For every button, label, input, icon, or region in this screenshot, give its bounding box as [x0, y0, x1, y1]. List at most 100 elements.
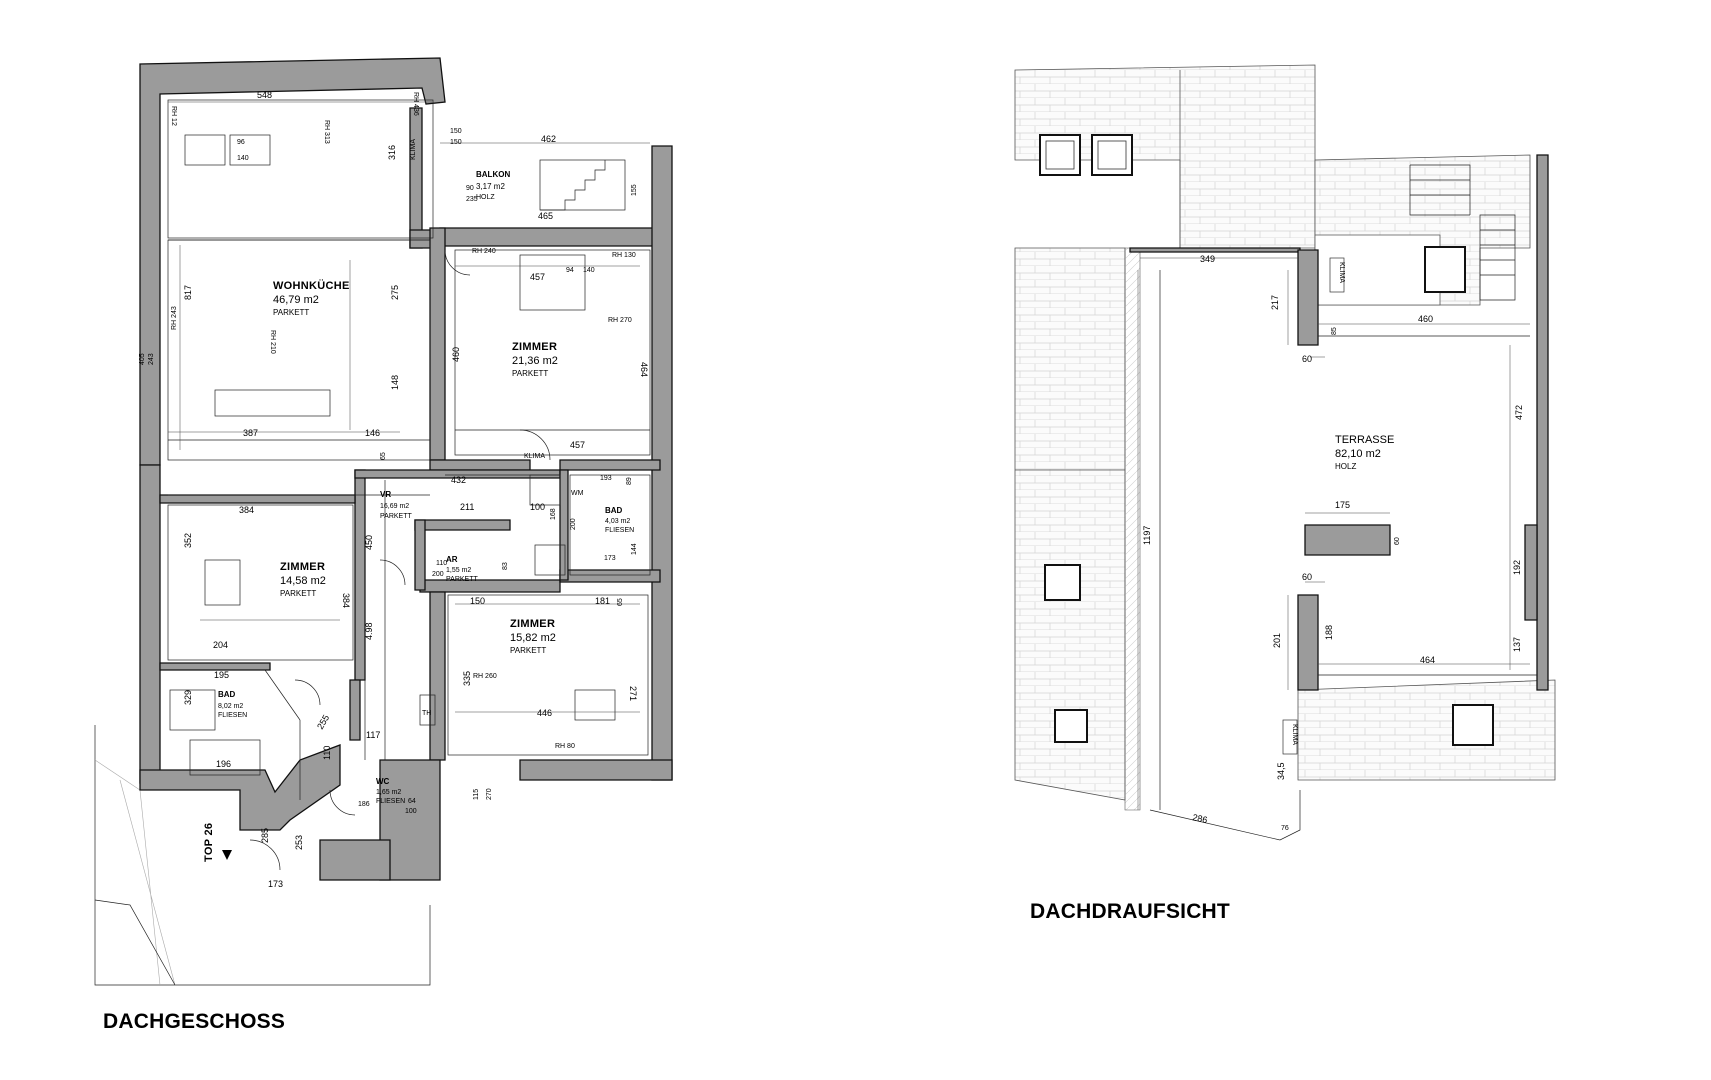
dimension: 144 [631, 543, 638, 555]
roof-surfaces [1014, 64, 1556, 811]
room-floor: PARKETT [380, 513, 412, 520]
room-area: 3,17 m2 [476, 182, 505, 191]
dimension: 65 [380, 452, 387, 460]
room-area: 21,36 m2 [512, 355, 558, 367]
dimension: 186 [358, 801, 370, 808]
dimension: 465 [538, 211, 553, 221]
room-name: BAD [605, 506, 623, 515]
dimension: 173 [604, 555, 616, 562]
dimension: 34,5 [1276, 762, 1286, 780]
dimension: 140 [583, 267, 595, 274]
dimension: 275 [390, 285, 400, 300]
room-floor: PARKETT [510, 646, 546, 655]
dimension: 76 [1281, 825, 1289, 832]
unit-arrow-icon [222, 850, 232, 860]
room-zimmer-2: ZIMMER 14,58 m2 PARKETT [280, 561, 326, 598]
skylight-icon [1424, 246, 1466, 293]
dimension: 110 [436, 560, 447, 567]
dimension: 173 [268, 879, 283, 889]
skylight-icon [1054, 709, 1088, 743]
room-name: BAD [218, 690, 236, 699]
room-vr: VR 16,69 m2 PARKETT [380, 490, 412, 520]
dimension: 243 [148, 353, 155, 365]
dimension: 387 [243, 428, 258, 438]
room-floor: FLIESEN [605, 527, 634, 534]
dimension: 65 [617, 598, 624, 606]
dimension: 235 [466, 196, 478, 203]
skylight-icon [1044, 564, 1081, 601]
exterior-walls [139, 57, 673, 881]
room-wohnkueche: WOHNKÜCHE 46,79 m2 PARKETT [273, 279, 349, 317]
room-wc: WC 1,65 m2 FLIESEN [376, 777, 405, 805]
dimension: 175 [1335, 500, 1350, 510]
dimension: 168 [550, 508, 557, 520]
room-terrasse: TERRASSE 82,10 m2 HOLZ [1335, 434, 1394, 471]
dimension: 211 [460, 502, 474, 512]
klima-label: KLIMA [1338, 262, 1345, 283]
dimension: 464 [1420, 655, 1435, 665]
dimension: 405 [139, 353, 146, 365]
dimension: 352 [183, 533, 193, 548]
height-label: RH 270 [608, 317, 632, 324]
klima-label: KLIMA [1291, 724, 1298, 745]
dimension: 193 [600, 475, 612, 482]
dimension: 115 [473, 789, 480, 800]
klima-label: KLIMA [524, 453, 545, 460]
room-area: 16,69 m2 [380, 503, 409, 510]
room-floor: PARKETT [512, 369, 548, 378]
dimension: 462 [541, 134, 556, 144]
dimension-numbers: 548 462 316 150 150 90 235 465 155 817 2… [139, 90, 649, 889]
dimension: 457 [570, 440, 585, 450]
dimension: 460 [451, 347, 461, 362]
height-label: RH 130 [612, 252, 636, 259]
dimension: 60 [1302, 572, 1312, 582]
room-name: TERRASSE [1335, 434, 1394, 446]
dimension: 201 [1272, 633, 1282, 648]
th-label: TH [422, 710, 431, 717]
height-label: RH 12 [170, 106, 177, 126]
dimension: 196 [216, 759, 231, 769]
dimension: 96 [237, 139, 245, 146]
dimension: 432 [451, 475, 466, 485]
room-name: WC [376, 777, 390, 786]
dimension: 472 [1514, 405, 1524, 420]
room-area: 1,55 m2 [446, 567, 471, 574]
room-area: 82,10 m2 [1335, 448, 1381, 460]
room-area: 1,65 m2 [376, 789, 401, 796]
height-label: RH 436 [412, 92, 419, 116]
dimension-lines [1137, 257, 1530, 810]
dimension: 64 [408, 798, 416, 805]
fixture-labels: KLIMA KLIMA WM TH RH 240 RH 270 RH 313 R… [170, 92, 636, 750]
room-bad-1: BAD 4,03 m2 FLIESEN [605, 506, 634, 534]
plan-title: DACHDRAUFSICHT [1030, 900, 1230, 923]
unit-marker: TOP 26 [203, 823, 215, 862]
room-balkon: BALKON 3,17 m2 HOLZ [476, 170, 510, 201]
room-floor: PARKETT [446, 576, 478, 583]
dimension: 450 [364, 535, 374, 550]
dimension: 200 [570, 518, 577, 530]
dimension: 457 [530, 272, 545, 282]
dimension: 285 [260, 828, 270, 843]
dimension: 150 [450, 139, 462, 146]
dimension: 195 [214, 670, 229, 680]
klima-label: KLIMA [410, 139, 417, 160]
interior-lines [167, 99, 651, 871]
dimension: 286 [1192, 812, 1209, 825]
dachgeschoss-plan: TOP 26 WOHNKÜCHE 46,79 m2 PARKETT ZIMMER… [94, 57, 673, 1033]
dimension: 548 [257, 90, 272, 100]
wm-label: WM [571, 490, 584, 497]
dimension: 255 [315, 713, 331, 731]
roof-stairs [1409, 164, 1516, 301]
room-area: 8,02 m2 [218, 703, 243, 710]
dimension: 200 [432, 571, 444, 578]
dimension: 90 [466, 185, 474, 192]
dimension: 329 [183, 690, 193, 705]
dimension: 335 [462, 671, 472, 686]
dimension: 384 [239, 505, 254, 515]
height-label: RH 80 [555, 743, 575, 750]
dimension: 146 [365, 428, 380, 438]
dimension: 140 [237, 155, 249, 162]
dimension: 446 [537, 708, 552, 718]
dimension: 188 [1324, 625, 1334, 640]
